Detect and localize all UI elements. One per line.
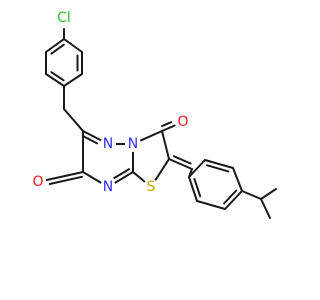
bond-c7-o7: [45, 171, 84, 181]
bond-b3-b4: [232, 167, 243, 192]
bond-ipr-me2: [260, 198, 271, 219]
chlorine-atom: Cl: [55, 9, 73, 27]
bond-c4-c5-double: [50, 71, 65, 82]
bond-ch2-c6: [63, 108, 84, 132]
bond-layer: [45, 28, 277, 219]
atom-label-layer: Cl O O N N N S: [30, 9, 191, 195]
bond-b2-b3: [204, 159, 234, 169]
bond-b4-b5-double: [223, 189, 238, 205]
bond-b4-ipr: [241, 190, 262, 200]
bond-ipr-me1: [260, 188, 277, 200]
sulfur-atom-label: S: [147, 179, 156, 195]
bond-b5-b6: [196, 200, 226, 210]
bond-c3-o3-double: [161, 121, 173, 128]
bond-c8a-n8-double: [113, 168, 130, 179]
bond-n8-c7: [82, 171, 103, 184]
nitrogen-atom-ring-top: N: [100, 136, 116, 152]
bond-c7-o7-double: [48, 175, 83, 185]
bond-b2-b3-double: [206, 164, 230, 173]
oxygen-atom-top: O: [175, 114, 191, 130]
bond-b4-b5: [224, 190, 243, 210]
chemical-structure: Cl O O N N N S: [30, 9, 277, 219]
nitrogen-atom-ring-bridge: N: [125, 136, 141, 152]
bond-c6-c1-double: [50, 43, 65, 55]
oxygen-atom-left-label: O: [32, 174, 43, 190]
bond-c1-c2: [63, 38, 83, 53]
bond-n4-c3: [139, 130, 163, 142]
oxygen-atom-left: O: [30, 174, 46, 190]
bond-b6-b1-double: [193, 177, 202, 198]
nitrogen-atom-ring-bottom: N: [100, 179, 116, 195]
nitrogen-atom-ring-top-label: N: [103, 136, 113, 152]
bond-c6-n5: [82, 130, 102, 142]
bond-c2-s1: [154, 158, 170, 182]
nitrogen-atom-ring-bridge-label: N: [128, 136, 138, 152]
bond-c3-c4: [63, 73, 83, 87]
bond-c2-ch: [168, 158, 193, 170]
oxygen-atom-top-label: O: [177, 114, 188, 130]
chlorine-atom-label: Cl: [57, 10, 71, 26]
bond-s1-c8a: [132, 171, 146, 183]
bond-b6-b1: [188, 176, 198, 202]
sulfur-atom: S: [143, 179, 159, 195]
bond-c2-ch-double: [173, 155, 192, 165]
bond-c3-c2: [161, 130, 170, 160]
bond-c4-c5: [45, 73, 65, 87]
nitrogen-atom-ring-bottom-label: N: [103, 179, 113, 195]
bond-c6-c1: [45, 38, 65, 53]
bond-b1-b2: [188, 159, 206, 178]
bond-c3-o3: [161, 124, 176, 132]
bond-c6-n5-double: [81, 134, 99, 145]
bond-c8a-n8: [113, 171, 134, 184]
